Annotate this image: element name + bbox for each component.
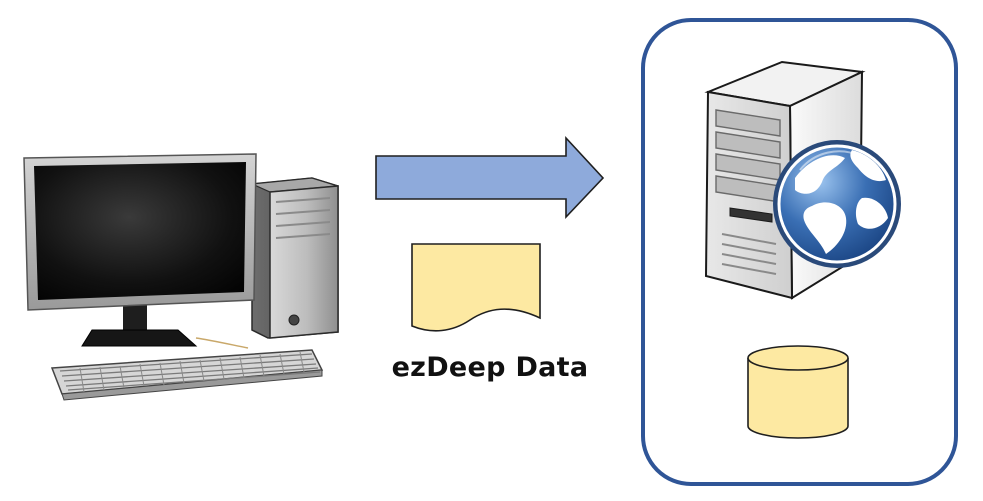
globe-icon: [773, 140, 901, 268]
monitor-stand: [81, 300, 198, 347]
cable: [195, 337, 249, 349]
document-icon: [411, 243, 541, 332]
database-cylinder-icon: [747, 345, 849, 439]
right-arrow-icon: [375, 135, 605, 220]
keyboard: [50, 349, 324, 401]
monitor: [23, 153, 257, 311]
desktop-computer-icon: [23, 153, 339, 401]
data-caption: ezDeep Data: [391, 352, 589, 383]
pc-tower: [249, 177, 339, 339]
